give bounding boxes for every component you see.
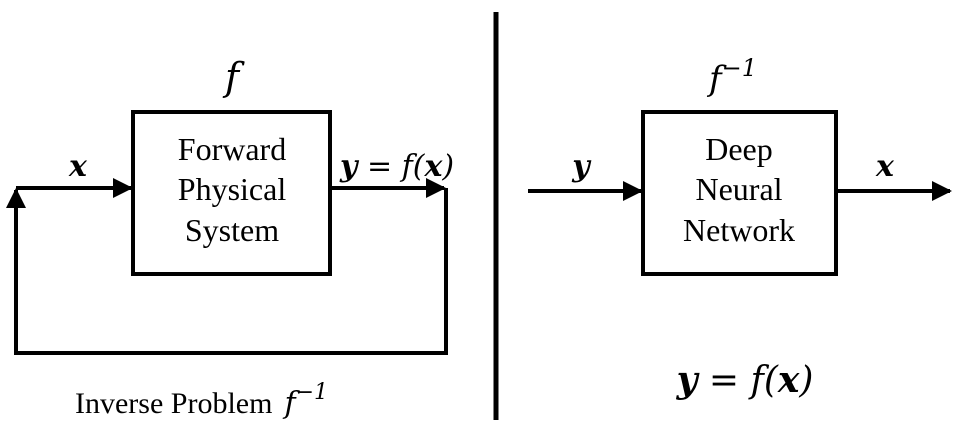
feedback-loop-arrow [5,188,448,355]
equation-eq-part: = f( [697,360,778,401]
dnn-box-line-3: Network [683,212,795,248]
output-close-paren: ) [441,149,454,184]
output-x-arg: x [423,149,443,184]
forward-physical-system-box [131,110,332,276]
output-y-var: y [339,149,360,184]
equation-x-arg: x [777,359,800,401]
output-eq-part: = f( [357,149,425,184]
dnn-output-x-label: x [875,149,895,184]
inverse-problem-exp: −1 [296,380,328,405]
dnn-input-y-label: y [571,149,592,184]
inverse-func-exp: −1 [722,54,757,82]
dnn-box-line-2: Neural [695,171,782,207]
equation-close-paren: ) [798,360,813,401]
inverse-function-label: f−1 [706,54,757,99]
forward-box-line-1: Forward [178,131,286,167]
output-equation-label: y = f(x) [339,149,454,184]
dnn-box-line-1: Deep [705,131,773,167]
forward-equation: y = f(x) [676,359,814,401]
forward-box-line-3: System [185,212,279,248]
equation-y-var: y [676,359,700,401]
inverse-problem-text: Inverse Problem [75,387,272,420]
input-x-label: x [68,149,88,184]
forward-function-label: f [222,55,245,99]
forward-box-line-2: Physical [178,171,287,207]
